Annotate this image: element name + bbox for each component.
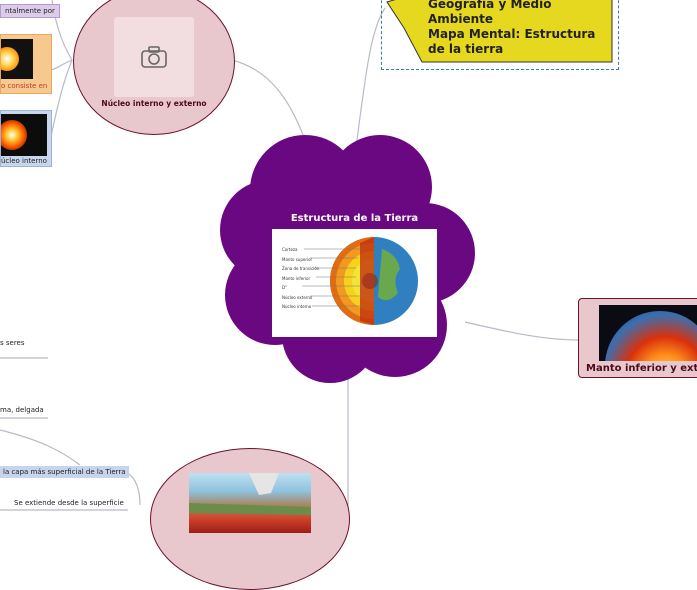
left-item-f-label: la capa más superficial de la Tierra — [3, 468, 126, 476]
diagram-labels: Corteza Manto superior Zona de transició… — [282, 245, 319, 312]
topic-text: Geografía y Medio Ambiente Mapa Mental: … — [428, 0, 595, 57]
topic-line1: Geografía y Medio — [428, 0, 552, 11]
central-title: Estructura de la Tierra — [290, 213, 419, 224]
diagram-label: Zona de transición — [282, 266, 320, 271]
topic-line3: Mapa Mental: Estructura — [428, 27, 596, 41]
connector-lines — [0, 0, 579, 520]
left-item-f[interactable]: la capa más superficial de la Tierra — [0, 466, 129, 478]
left-image-card-2[interactable]: úcleo interno — [0, 110, 52, 167]
diagram-label: Manto superior — [282, 256, 313, 262]
diagram-label: D'' — [282, 285, 288, 290]
left-image-card-1[interactable]: o consiste en — [0, 34, 52, 94]
sun-image — [1, 39, 33, 79]
left-item-d[interactable]: s seres — [0, 339, 25, 347]
left-item-b-label: o consiste en — [1, 82, 48, 90]
topic-node-shape[interactable] — [384, 0, 614, 64]
diagram-label: Núcleo externo — [282, 294, 313, 300]
manto-node[interactable]: Manto inferior y ext — [578, 298, 697, 378]
diagram-label: Núcleo interno — [282, 304, 312, 309]
nucleo-node[interactable]: Núcleo interno y externo — [73, 0, 235, 135]
left-item-a[interactable]: ntalmente por — [0, 4, 60, 18]
left-item-e-label: ma, delgada — [0, 406, 44, 414]
left-item-e[interactable]: ma, delgada — [0, 406, 44, 414]
topic-line2: Ambiente — [428, 12, 494, 26]
nucleo-label: Núcleo interno y externo — [101, 99, 207, 108]
image-placeholder — [114, 17, 194, 97]
topic-frame — [381, 0, 619, 70]
diagram-label: Corteza — [282, 247, 298, 252]
core-image — [1, 114, 47, 156]
camera-icon — [141, 46, 167, 68]
left-item-d-label: s seres — [0, 339, 25, 347]
left-item-g-label: Se extiende desde la superficie — [14, 499, 124, 507]
left-item-g[interactable]: Se extiende desde la superficie — [14, 499, 124, 507]
diagram-label: Manto inferior — [282, 275, 311, 281]
left-item-a-label: ntalmente por — [5, 7, 55, 15]
left-item-c-label: úcleo interno — [1, 157, 47, 165]
earth-diagram: Corteza Manto superior Zona de transició… — [272, 229, 437, 337]
manto-label: Manto inferior y ext — [586, 363, 697, 374]
plates-image — [189, 473, 311, 533]
topic-line4: de la tierra — [428, 42, 504, 56]
manto-image — [599, 305, 697, 361]
corteza-node[interactable] — [150, 448, 350, 590]
